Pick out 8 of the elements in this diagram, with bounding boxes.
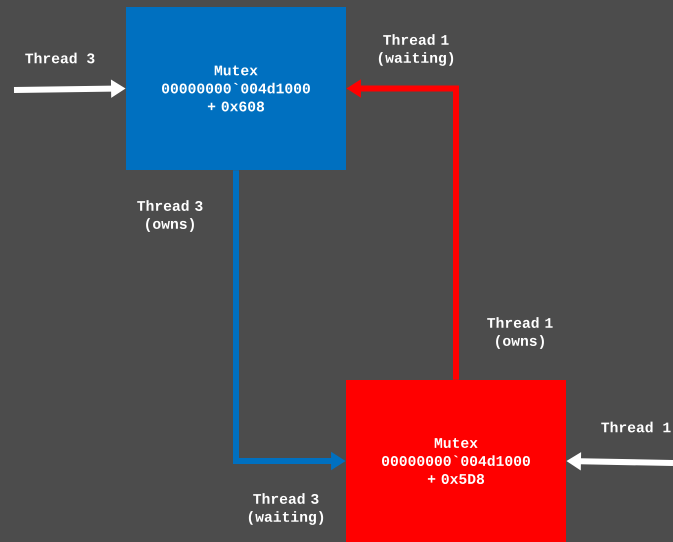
state-label: Thread 1 (waiting) [378,34,454,66]
edge-label: Thread 1 [601,422,671,432]
edge-label: Thread 3 (owns) [137,200,202,232]
state-label: Thread 3 (waiting) [248,493,324,525]
mutex-box: Mutex 00000000`004d1000 + 0x5D8 [346,380,566,542]
edge-label: Thread 3 [25,52,94,64]
edge-label: Thread 1 (owns) [487,317,553,349]
mutex-box: Mutex 00000000`004d1000 + 0x608 [126,7,346,170]
